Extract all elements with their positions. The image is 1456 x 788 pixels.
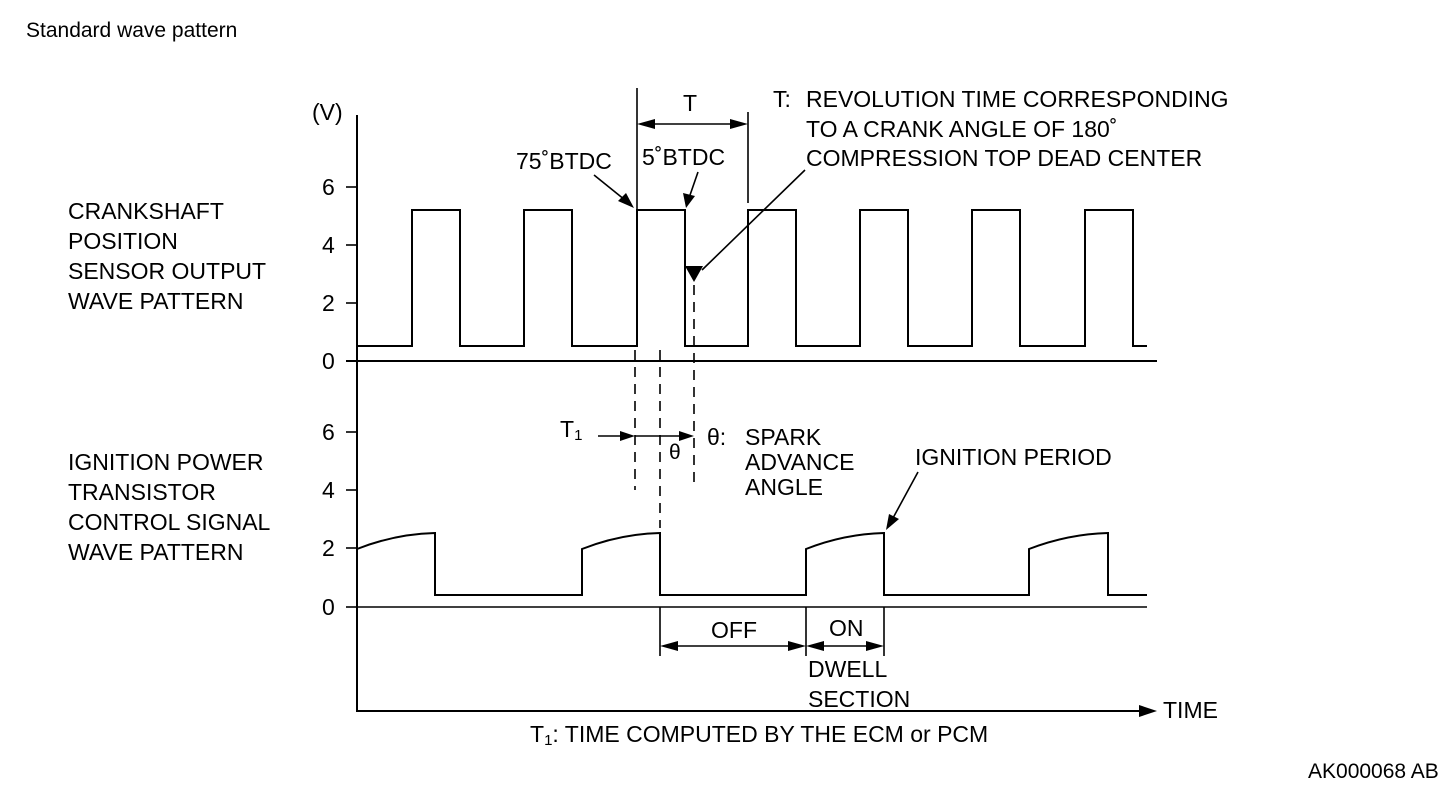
lower-tick-label: 0 bbox=[322, 594, 335, 620]
diagram-title: Standard wave pattern bbox=[26, 19, 237, 42]
svg-text:WAVE PATTERN: WAVE PATTERN bbox=[68, 288, 244, 314]
tdc-marker-triangle bbox=[685, 266, 703, 282]
ignition-period-pointer bbox=[892, 471, 919, 519]
svg-text:CONTROL SIGNAL: CONTROL SIGNAL bbox=[68, 509, 271, 535]
svg-text:IGNITION POWER: IGNITION POWER bbox=[68, 449, 264, 475]
voltage-unit-label: (V) bbox=[312, 99, 343, 125]
dwell-section-label: SECTION bbox=[808, 686, 910, 712]
period-definition-line: COMPRESSION TOP DEAD CENTER bbox=[806, 145, 1202, 171]
svg-text:SENSOR OUTPUT: SENSOR OUTPUT bbox=[68, 258, 266, 284]
svg-text:CRANKSHAFT: CRANKSHAFT bbox=[68, 198, 224, 224]
svg-text:TRANSISTOR: TRANSISTOR bbox=[68, 479, 216, 505]
time-axis-label: TIME bbox=[1163, 697, 1218, 723]
period-label: T bbox=[683, 90, 697, 116]
off-arrow-right bbox=[788, 641, 806, 651]
ignition-transistor-label: IGNITION POWER TRANSISTOR CONTROL SIGNAL… bbox=[68, 449, 271, 565]
theta-symbol: θ bbox=[669, 441, 681, 464]
upper-tick-label: 6 bbox=[322, 174, 335, 200]
upper-y-ticks: 6 4 2 0 bbox=[322, 174, 357, 374]
btdc-75-label: 75˚BTDC bbox=[516, 148, 612, 174]
theta-definition-prefix: θ: bbox=[707, 424, 726, 450]
t1-footnote: T1: TIME COMPUTED BY THE ECM or PCM bbox=[530, 721, 988, 749]
btdc-75-arrowhead bbox=[618, 193, 634, 208]
ignition-period-arrowhead bbox=[886, 514, 899, 530]
off-label: OFF bbox=[711, 617, 757, 643]
svg-text:POSITION: POSITION bbox=[68, 228, 178, 254]
period-arrow-left bbox=[637, 119, 655, 129]
lower-tick-label: 2 bbox=[322, 535, 335, 561]
btdc-5-arrowhead bbox=[683, 193, 695, 208]
lower-tick-label: 4 bbox=[322, 477, 335, 503]
off-arrow-left bbox=[660, 641, 678, 651]
ignition-period-label: IGNITION PERIOD bbox=[915, 444, 1112, 470]
t1-label: T1 bbox=[560, 416, 582, 444]
upper-tick-label: 0 bbox=[322, 348, 335, 374]
ignition-control-wave bbox=[356, 531, 1147, 596]
period-definition-line: REVOLUTION TIME CORRESPONDING bbox=[806, 86, 1229, 112]
theta-definition-line: SPARK bbox=[745, 424, 822, 450]
lower-tick-label: 6 bbox=[322, 419, 335, 445]
theta-definition-line: ANGLE bbox=[745, 474, 823, 500]
svg-text:WAVE PATTERN: WAVE PATTERN bbox=[68, 539, 244, 565]
tdc-pointer-line bbox=[701, 169, 806, 271]
t1-arrowhead bbox=[620, 431, 635, 441]
on-arrow-right bbox=[866, 641, 884, 651]
crankshaft-label: CRANKSHAFT POSITION SENSOR OUTPUT WAVE P… bbox=[68, 198, 266, 314]
btdc-5-pointer bbox=[688, 171, 699, 199]
theta-arrowhead bbox=[679, 431, 694, 441]
on-arrow-left bbox=[806, 641, 824, 651]
upper-tick-label: 4 bbox=[322, 232, 335, 258]
on-label: ON bbox=[829, 615, 864, 641]
btdc-5-label: 5˚BTDC bbox=[642, 144, 725, 170]
period-definition-line: TO A CRANK ANGLE OF 180˚ bbox=[806, 116, 1117, 142]
crankshaft-square-wave bbox=[357, 209, 1147, 347]
btdc-75-pointer bbox=[593, 174, 626, 201]
period-definition-prefix: T: bbox=[773, 86, 791, 112]
lower-y-ticks: 6 4 2 0 bbox=[322, 419, 357, 620]
time-axis-arrowhead bbox=[1139, 705, 1157, 717]
figure-id: AK000068 AB bbox=[1308, 760, 1439, 783]
period-arrow-right bbox=[730, 119, 748, 129]
upper-tick-label: 2 bbox=[322, 290, 335, 316]
dwell-section-label: DWELL bbox=[808, 656, 887, 682]
theta-definition-line: ADVANCE bbox=[745, 449, 855, 475]
